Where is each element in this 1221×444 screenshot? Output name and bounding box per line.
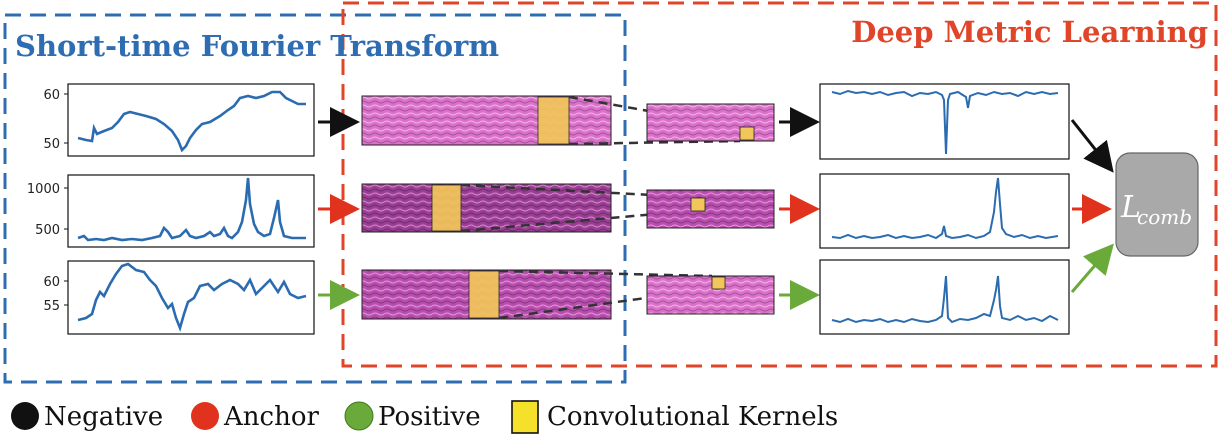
legend-label-negative: Negative (44, 402, 163, 432)
tick-label: 60 (43, 275, 60, 290)
yellow-square-icon (511, 400, 539, 434)
legend-label-positive: Positive (378, 402, 481, 432)
green-circle-icon (344, 401, 374, 431)
black-circle-icon (11, 402, 39, 430)
kernel-box (739, 126, 755, 141)
dml-title: Deep Metric Learning (851, 15, 1208, 49)
kernel-box (431, 184, 462, 232)
spectrogram-negative (361, 95, 612, 146)
stft-title: Short-time Fourier Transform (15, 29, 499, 63)
tick-label: 50 (43, 137, 60, 152)
kernel-box (537, 96, 570, 145)
dml-region-box (341, 1, 1218, 368)
signal-line (77, 90, 306, 153)
signal-line (77, 262, 307, 333)
arrow-negative-3 (1070, 119, 1114, 173)
kernel-box (711, 276, 726, 290)
signal-line (77, 177, 306, 242)
signal-line (831, 177, 1059, 240)
embedding-plot-anchor (819, 173, 1070, 249)
feature-map-negative (646, 103, 775, 142)
tick-label: 60 (43, 88, 60, 103)
legend-label-kernels: Convolutional Kernels (547, 402, 838, 432)
loss-block: L comb (1115, 152, 1199, 257)
input-plot-negative: 60 50 (43, 83, 315, 157)
input-plot-anchor: 1000 500 (27, 174, 315, 248)
spectrogram-positive (361, 269, 612, 320)
input-plot-positive: 60 55 (43, 260, 315, 335)
embedding-plot-negative (819, 83, 1070, 160)
feature-map-positive (646, 275, 775, 315)
tick-label: 55 (43, 299, 60, 314)
stft-region-box (3, 13, 627, 384)
loss-symbol: L (1120, 190, 1141, 225)
tick-label: 1000 (27, 182, 60, 197)
signal-line (831, 275, 1059, 324)
embedding-plot-positive (819, 259, 1070, 335)
arrow-positive-3 (1070, 243, 1114, 293)
signal-line (831, 89, 1059, 155)
spectrogram-anchor (361, 183, 612, 233)
kernel-box (468, 270, 500, 319)
red-circle-icon (191, 402, 219, 430)
loss-subscript: comb (1137, 205, 1192, 229)
tick-label: 500 (35, 223, 60, 238)
kernel-box (690, 197, 706, 212)
feature-map-anchor (646, 189, 775, 229)
legend: Negative Anchor Positive Convolutional K… (11, 400, 838, 434)
legend-label-anchor: Anchor (223, 402, 319, 432)
